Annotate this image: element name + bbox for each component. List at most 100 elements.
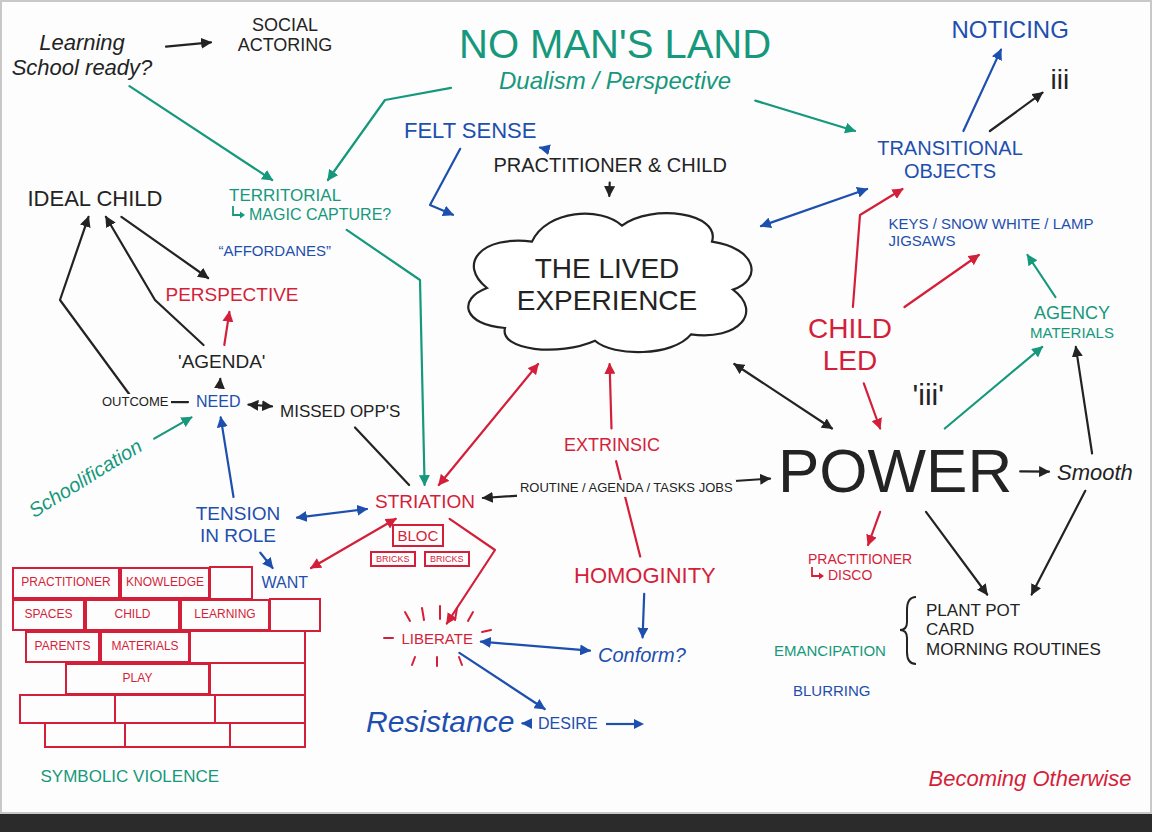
term-text: Smooth [1057,460,1133,485]
term-text: Dualism / Perspective [459,67,771,95]
term-text: MAGIC CAPTURE? [229,206,391,224]
connector [166,42,211,46]
term-text: MORNING ROUTINES [926,640,1101,660]
connector [734,364,832,429]
term-text: PLAY [123,672,153,686]
connector [1032,491,1086,595]
connector [868,512,880,545]
wall-brick: PLAY [65,663,210,695]
connector [260,553,272,568]
connector [106,217,204,345]
connector [430,149,460,215]
connector [439,364,538,485]
wall-brick: MATERIALS [100,631,190,663]
wall-brick: PARENTS [25,631,100,663]
mind-map-term: iii [1047,62,1074,98]
free-label: Becoming Otherwise [926,765,1135,792]
connector [761,189,867,226]
connector [926,512,987,595]
connector [755,101,855,131]
connector [610,364,612,429]
term-text: 'iii' [913,378,944,413]
mind-map-term: IDEAL CHILD [24,184,167,213]
ray [439,606,441,619]
mind-map-term: TRANSITIONAL OBJECTS [850,135,1050,185]
term-text: LEARNING [194,608,255,622]
brick [230,723,305,747]
mind-map-term: LIBERATE [398,628,477,649]
term-text: SOCIAL ACTORING [219,15,351,56]
connector [616,461,640,556]
brick [210,663,305,695]
connector [905,255,979,307]
connector [1028,255,1056,297]
empty-bricks [20,567,320,747]
ray [468,612,473,621]
mind-map-term: POWER [774,433,1016,508]
hook-arrow [230,206,246,220]
connector [355,428,409,486]
edge-label: ROUTINE / AGENDA / TASKS JOBS [517,480,736,497]
mind-map-term: “AFFORDANES” [215,240,336,261]
term-text: THE LIVED EXPERIENCE [492,243,722,317]
bloc-box: BLOC [392,524,445,547]
connector [130,86,273,180]
open-arrow [606,723,636,725]
connector [608,183,611,197]
brick [45,723,125,747]
connector [990,93,1043,131]
connector [154,417,191,438]
term-text: TRANSITIONAL OBJECTS [854,137,1046,183]
brick [210,567,252,599]
free-label: SYMBOLIC VIOLENCE [38,766,223,788]
mind-map-term: NEED [192,391,244,413]
mind-map-term: SOCIAL ACTORING [215,13,355,58]
mind-map-term: FELT SENSE [400,116,540,145]
term-text: EXTRINSIC [564,435,660,456]
curly-brace [900,597,916,664]
term-text: PRACTITIONER & CHILD [494,154,727,177]
term-text: PRACTITIONER [21,576,110,590]
wall-brick: PRACTITIONER [12,567,120,599]
mind-map-term: TENSION IN ROLE [183,501,293,549]
mind-map-term: Conform? [594,642,690,669]
mind-map-term: NOTICING [948,14,1073,46]
term-text: BRICKS [376,554,410,564]
term-text: AGENCY [1030,303,1114,324]
term-text: Conform? [598,644,686,667]
hook-head [819,573,824,580]
term-text: TENSION IN ROLE [187,503,289,547]
term-text: DESIRE [538,715,598,733]
term-text: PRACTITIONER [808,551,912,567]
term-text: DISCO [808,567,912,583]
term-text: BLOC [398,527,439,544]
connector [221,417,234,497]
connector [249,405,273,407]
term-text: CARD [926,620,1101,640]
mind-map-term: EXTRINSIC [560,433,664,458]
connector [60,217,188,402]
term-text: FELT SENSE [404,118,536,143]
mind-map-term: DESIRE [534,713,602,735]
term-text: NOTICING [952,16,1069,44]
mind-map-term: Smooth [1053,458,1137,487]
term-text: NEED [196,393,240,411]
ray [482,630,491,632]
free-label: EMANCIPATION [771,641,889,660]
term-text: LIBERATE [402,630,473,647]
free-label: BLURRING [790,681,874,700]
whiteboard-frame [1,1,1151,813]
ray [412,657,415,665]
ray [422,608,424,620]
wall-brick: KNOWLEDGE [120,567,210,599]
hook-head [240,211,245,218]
mind-map-term: Schoolification [20,430,150,525]
connector [643,594,645,638]
term-text: 'AGENDA' [178,351,266,373]
term-text: PARENTS [35,640,91,654]
brick-box: BRICKS [370,551,416,567]
term-text: TERRITORIAL [229,186,391,206]
